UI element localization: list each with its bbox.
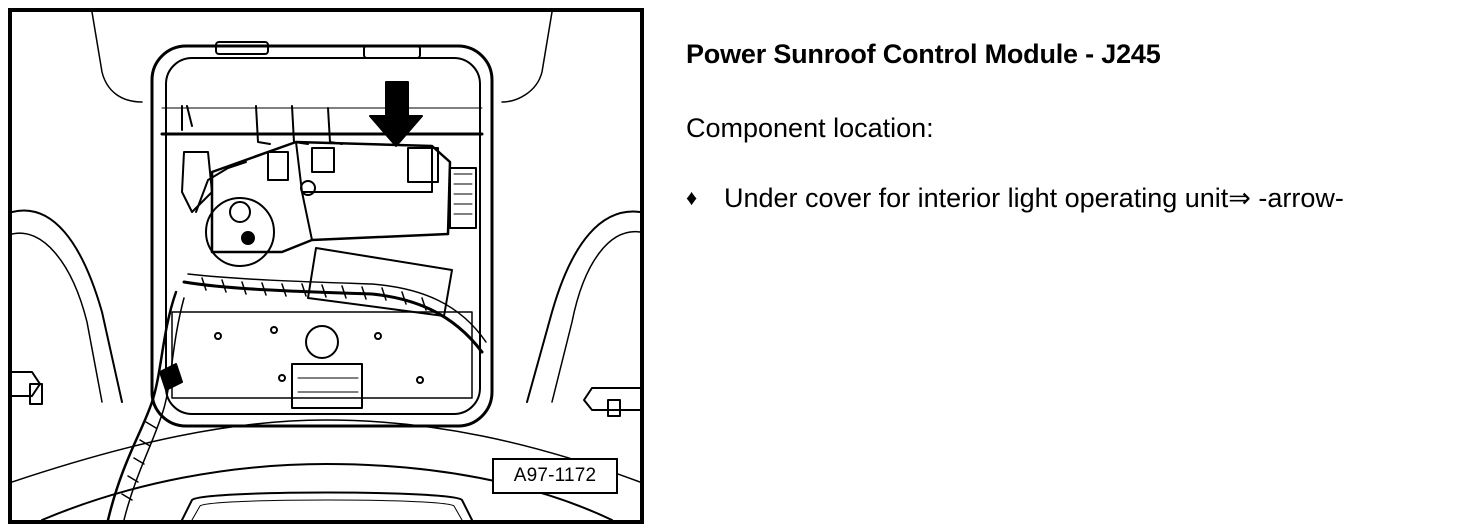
diamond-bullet-icon: ♦ xyxy=(686,185,698,210)
headliner-drawing xyxy=(12,12,640,520)
section-label: Component location: xyxy=(686,113,934,143)
list-item-text: Under cover for interior light operating… xyxy=(724,183,1344,213)
page-title: Power Sunroof Control Module - J245 xyxy=(686,39,1161,69)
description-column: Power Sunroof Control Module - J245 Comp… xyxy=(686,34,1466,216)
list-item: ♦ Under cover for interior light operati… xyxy=(686,180,1466,216)
figure-id-label: A97-1172 xyxy=(492,458,618,494)
component-illustration: A97-1172 xyxy=(8,8,644,524)
